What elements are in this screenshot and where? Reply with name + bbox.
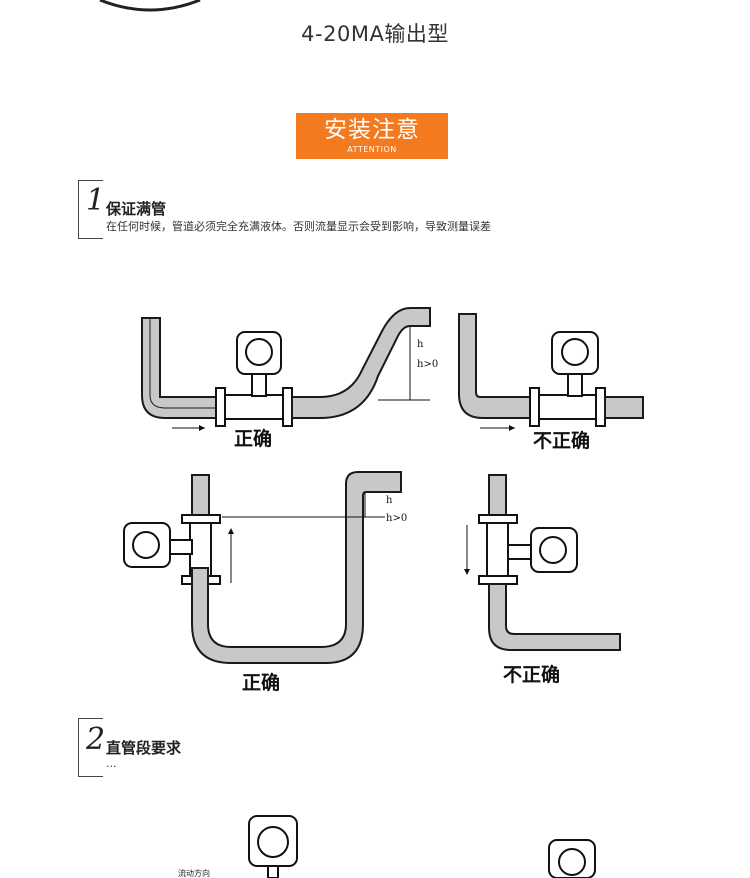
height-condition-label-c: h>0	[386, 513, 407, 524]
label-correct-c: 正确	[242, 672, 281, 694]
banner-title: 安装注意	[324, 117, 420, 143]
section1-number: 1	[86, 183, 106, 218]
top-decoration-arc	[99, 0, 201, 12]
section1-description: 在任何时候，管道必须完全充满液体。否则流量显示会受到影响，导致测量误差	[106, 220, 491, 233]
output-type-title: 4-20MA输出型	[301, 22, 449, 46]
bottom-meter-left	[248, 815, 298, 878]
label-incorrect-d: 不正确	[503, 664, 561, 686]
height-h-label-c: h	[386, 495, 393, 506]
label-correct-a: 正确	[234, 428, 273, 450]
flow-direction-label: 流动方向	[178, 868, 210, 878]
label-incorrect-b: 不正确	[533, 430, 591, 452]
section1-title: 保证满管	[106, 200, 167, 218]
banner-subtitle: ATTENTION	[347, 145, 397, 154]
section2-dots: ...	[106, 757, 117, 770]
diagram-horizontal-incorrect	[458, 313, 644, 431]
diagram-horizontal-correct: h h>0	[141, 307, 438, 431]
bottom-meter-right	[548, 839, 596, 878]
section1-bracket	[78, 180, 103, 239]
diagram-vertical-incorrect	[464, 474, 621, 651]
height-condition-label-a: h>0	[417, 359, 438, 370]
section2-number: 2	[86, 722, 106, 757]
diagram-vertical-correct: h h>0	[123, 471, 407, 664]
attention-banner: 安装注意 ATTENTION	[296, 113, 448, 159]
height-h-label-a: h	[417, 339, 424, 350]
section2-title: 直管段要求	[106, 739, 182, 757]
section2-bracket	[78, 718, 103, 777]
